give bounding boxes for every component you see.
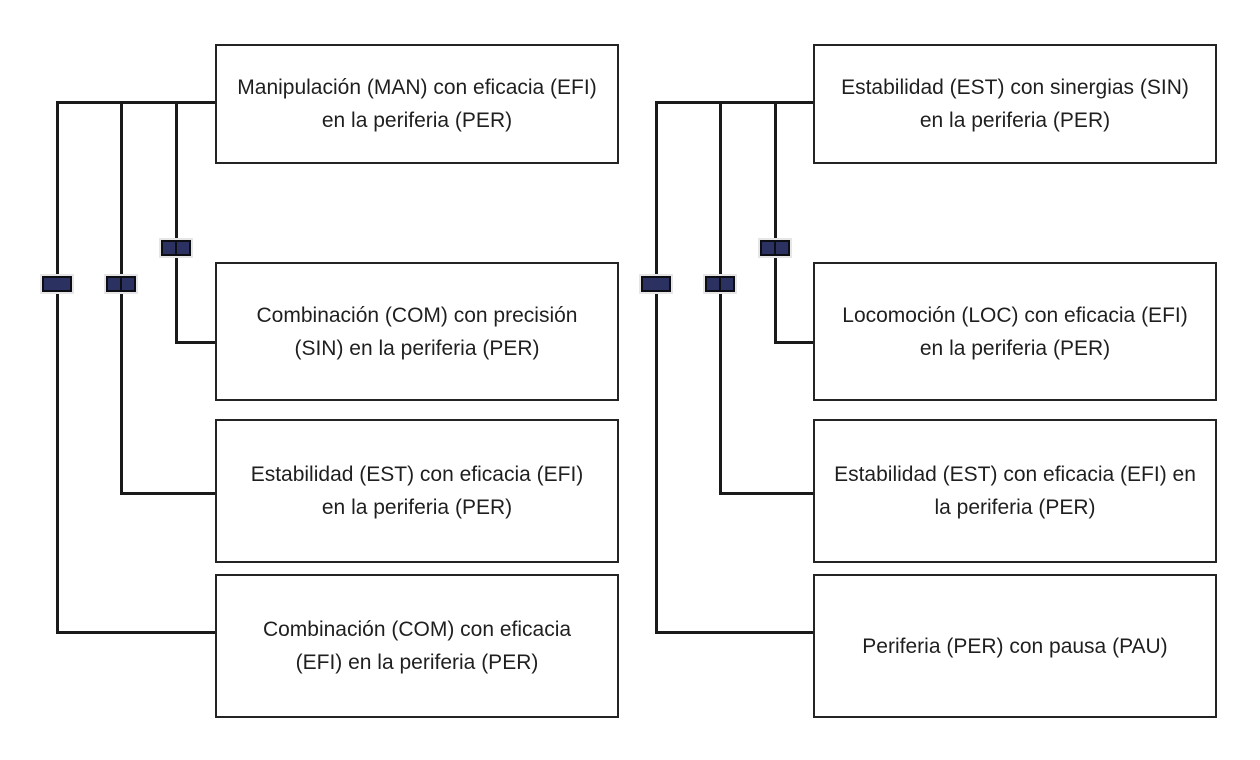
pattern-box-label: Combinación (COM) con eficacia (EFI) en … — [262, 618, 572, 674]
right-tree-elbow-inner — [774, 341, 815, 344]
right-tree-root-line — [655, 101, 817, 104]
left-tree-root-line — [56, 101, 220, 104]
pattern-box-left-4: Combinación (COM) con eficacia (EFI) en … — [215, 574, 619, 718]
pattern-box-label: Estabilidad (EST) con sinergias (SIN) en… — [841, 76, 1189, 132]
left-tree-elbow-inner — [175, 341, 217, 344]
right-cluster-node-marker-outer — [641, 276, 671, 292]
left-tree-branch-inner — [175, 101, 178, 344]
right-tree-elbow-outer — [655, 631, 815, 634]
left-cluster-node-marker-inner — [161, 240, 191, 256]
pattern-box-label: Locomoción (LOC) con eficacia (EFI) en l… — [842, 303, 1188, 360]
left-cluster-node-marker-outer — [42, 276, 72, 292]
marker-divider — [719, 277, 721, 291]
pattern-box-right-4: Periferia (PER) con pausa (PAU) — [813, 574, 1217, 718]
pattern-box-left-3: Estabilidad (EST) con eficacia (EFI) en … — [215, 419, 619, 563]
pattern-box-right-3: Estabilidad (EST) con eficacia (EFI) en … — [813, 419, 1217, 563]
marker-divider — [175, 241, 177, 255]
pattern-box-label: Estabilidad (EST) con eficacia (EFI) en … — [250, 463, 584, 519]
pattern-box-label: Manipulación (MAN) con eficacia (EFI) en… — [237, 76, 597, 132]
marker-divider — [120, 277, 122, 291]
right-tree-branch-outer — [655, 101, 658, 634]
marker-divider — [774, 241, 776, 255]
pattern-box-label: Combinación (COM) con precisión (SIN) en… — [256, 303, 578, 360]
right-cluster-node-marker-middle — [705, 276, 735, 292]
left-tree-elbow-middle — [120, 492, 217, 495]
right-tree-branch-inner — [774, 101, 777, 344]
pattern-box-right-2: Locomoción (LOC) con eficacia (EFI) en l… — [813, 262, 1217, 401]
pattern-box-left-1: Manipulación (MAN) con eficacia (EFI) en… — [215, 44, 619, 164]
left-tree-branch-middle — [120, 101, 123, 495]
right-tree-branch-middle — [719, 101, 722, 495]
pattern-box-label: Periferia (PER) con pausa (PAU) — [862, 634, 1168, 658]
right-cluster-node-marker-inner — [760, 240, 790, 256]
left-tree-elbow-outer — [56, 631, 217, 634]
pattern-box-label: Estabilidad (EST) con eficacia (EFI) en … — [834, 463, 1196, 519]
pattern-box-right-1: Estabilidad (EST) con sinergias (SIN) en… — [813, 44, 1217, 164]
pattern-box-left-2: Combinación (COM) con precisión (SIN) en… — [215, 262, 619, 401]
left-cluster-node-marker-middle — [106, 276, 136, 292]
right-tree-elbow-middle — [719, 492, 815, 495]
left-tree-branch-outer — [56, 101, 59, 634]
